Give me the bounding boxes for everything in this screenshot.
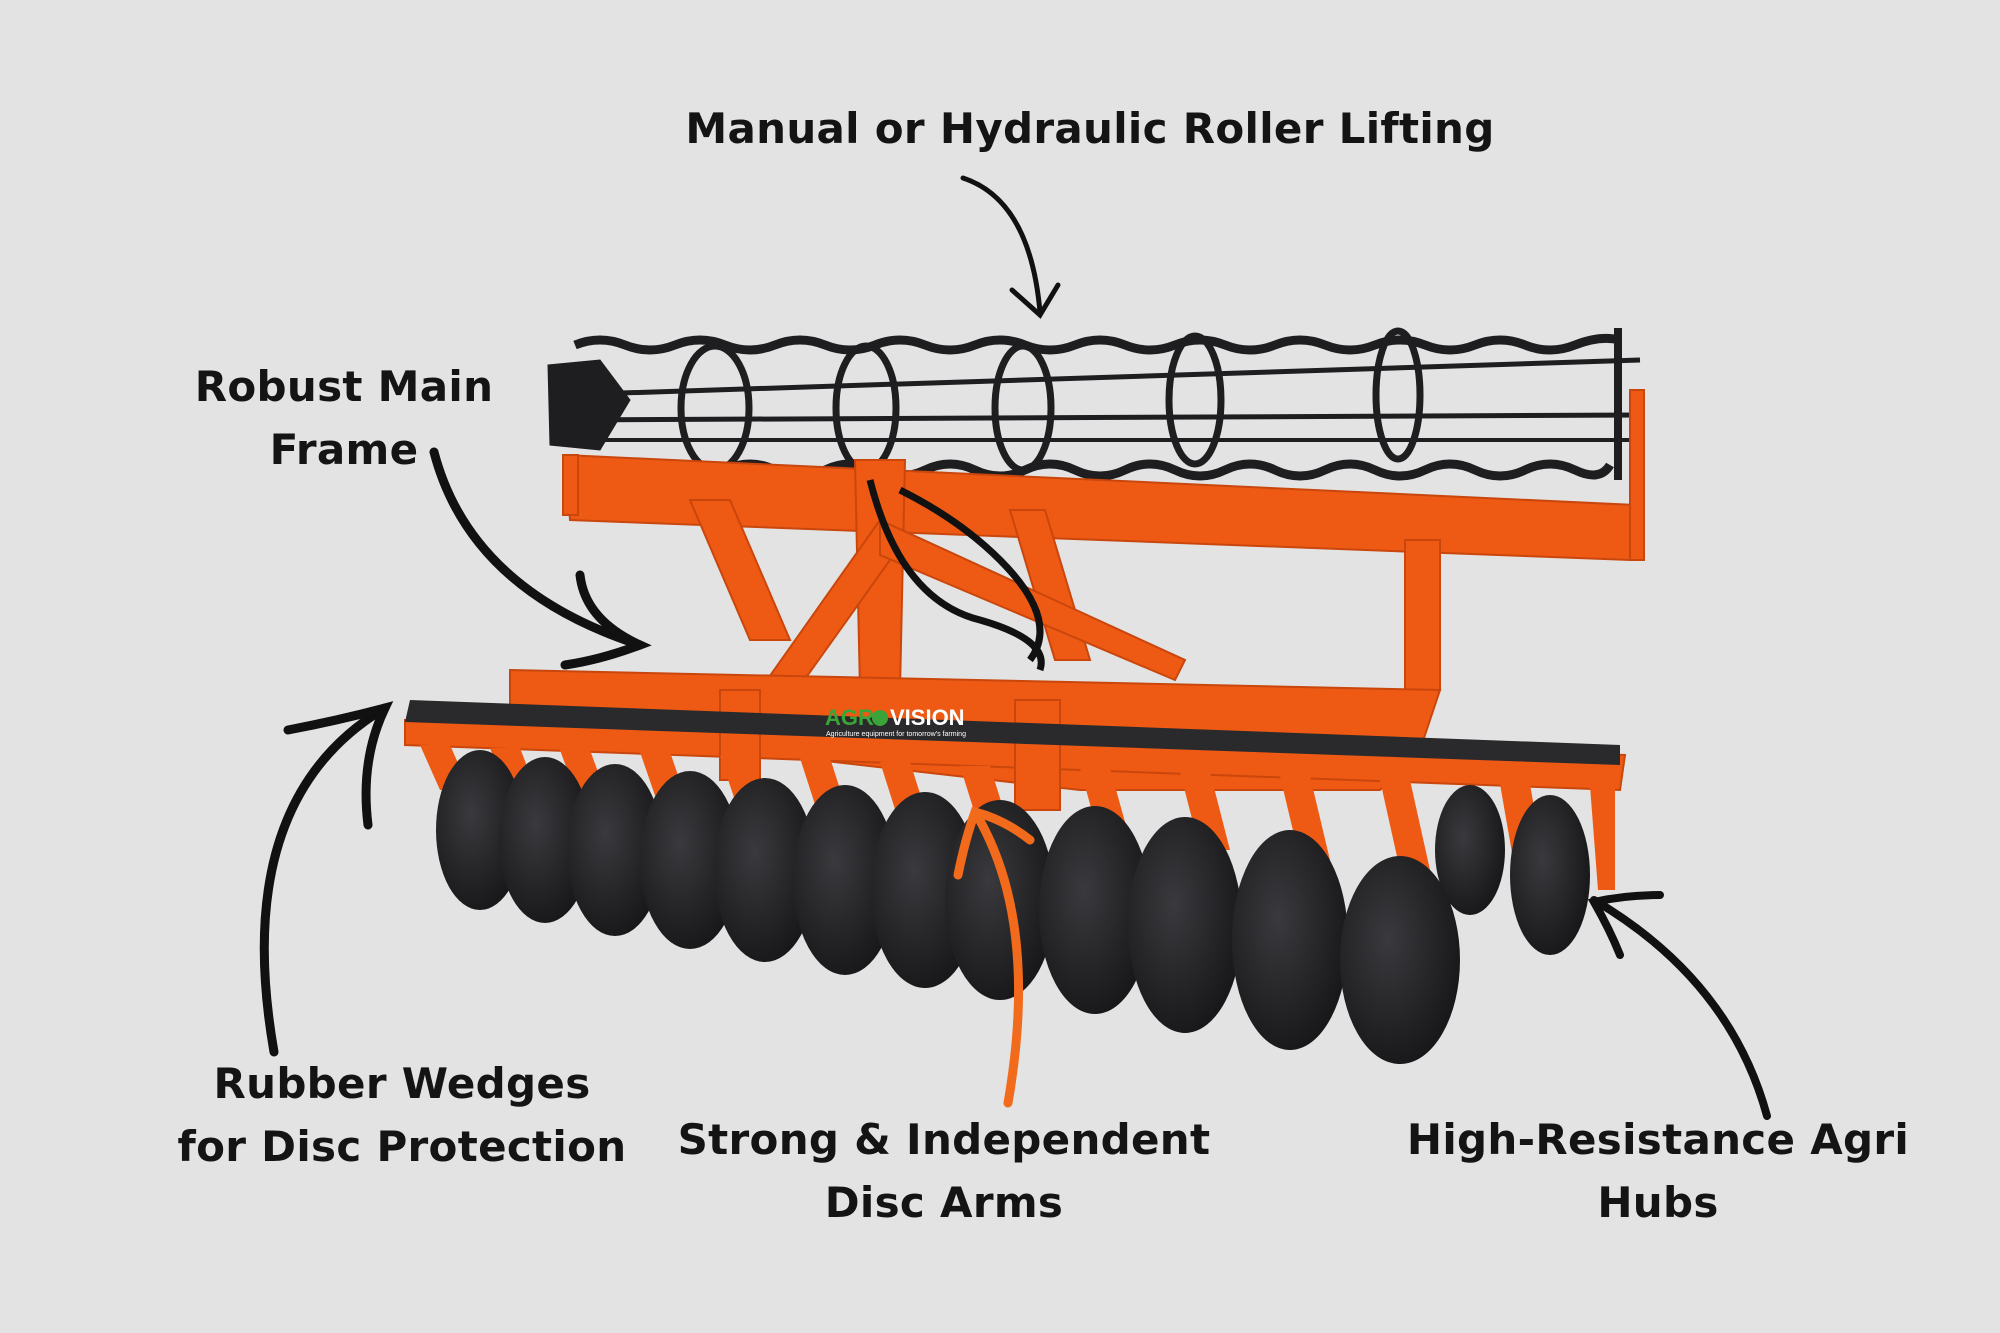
label-rubber-wedges-line2: for Disc Protection xyxy=(177,1122,627,1171)
label-main-frame: Robust Main Frame xyxy=(195,355,494,481)
label-main-frame-line2: Frame xyxy=(269,425,419,474)
label-roller-lifting-line1: Manual or Hydraulic Roller Lifting xyxy=(685,104,1495,153)
label-agri-hubs: High-Resistance Agri Hubs xyxy=(1407,1108,1909,1234)
label-agri-hubs-line1: High-Resistance Agri xyxy=(1406,1115,1910,1164)
rubber-wedges xyxy=(405,700,1620,765)
label-disc-arms-line1: Strong & Independent xyxy=(677,1115,1211,1164)
agrovision-logo: AGR VISION Agriculture equipment for tom… xyxy=(825,705,966,738)
label-roller-lifting: Manual or Hydraulic Roller Lifting xyxy=(685,97,1494,160)
arrow-rubber-wedges xyxy=(259,701,394,1057)
arrow-roller-lifting xyxy=(960,175,1061,319)
discs xyxy=(436,750,1590,1064)
label-disc-arms: Strong & Independent Disc Arms xyxy=(678,1108,1211,1234)
label-disc-arms-line2: Disc Arms xyxy=(824,1178,1064,1227)
label-agri-hubs-line2: Hubs xyxy=(1597,1178,1719,1227)
label-rubber-wedges-line1: Rubber Wedges xyxy=(213,1059,591,1108)
arrow-agri-hubs xyxy=(1587,891,1771,1120)
svg-text:AGR: AGR xyxy=(825,705,874,730)
label-rubber-wedges: Rubber Wedges for Disc Protection xyxy=(178,1052,627,1178)
svg-text:VISION: VISION xyxy=(890,705,965,730)
arrow-disc-arms xyxy=(953,806,1035,1108)
hydraulic-hoses xyxy=(866,479,1045,672)
label-main-frame-line1: Robust Main xyxy=(194,362,494,411)
roller-cage xyxy=(547,327,1641,481)
arrow-main-frame xyxy=(429,447,652,670)
brand-tagline: Agriculture equipment for tomorrow's far… xyxy=(826,731,966,738)
